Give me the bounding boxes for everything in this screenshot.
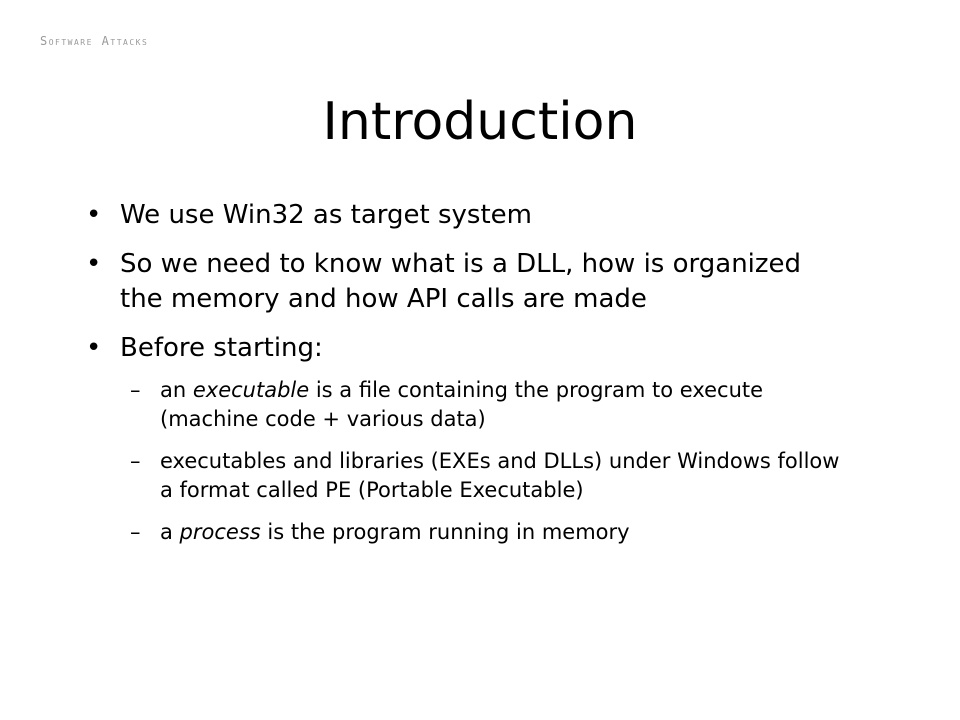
bullet-item: • We use Win32 as target system — [86, 198, 846, 233]
bullet-text: Before starting: — [120, 333, 323, 363]
bullet-text: We use Win32 as target system — [120, 200, 532, 230]
bullet-item: • Before starting: — [86, 331, 846, 366]
sub-bullet-item: – a process is the program running in me… — [130, 518, 846, 547]
sub-bullet-item: – an executable is a file containing the… — [130, 376, 846, 434]
bullet-marker: • — [86, 200, 102, 230]
slide-content: • We use Win32 as target system • So we … — [86, 198, 846, 560]
sub-bullet-text-part: a — [160, 520, 180, 544]
sub-bullet-list: – an executable is a file containing the… — [130, 376, 846, 547]
bullet-item: • So we need to know what is a DLL, how … — [86, 247, 846, 317]
sub-bullet-marker: – — [130, 378, 141, 402]
sub-bullet-marker: – — [130, 449, 141, 473]
header-label: Software Attacks — [40, 34, 149, 48]
slide-title: Introduction — [322, 92, 638, 152]
sub-bullet-marker: – — [130, 520, 141, 544]
bullet-text: So we need to know what is a DLL, how is… — [120, 249, 802, 314]
emphasized-term: executable — [192, 378, 310, 402]
sub-bullet-text: an executable is a file containing the p… — [160, 376, 846, 434]
sub-bullet-text: a process is the program running in memo… — [160, 518, 846, 547]
emphasized-term: process — [179, 520, 261, 544]
sub-bullet-item: – executables and libraries (EXEs and DL… — [130, 447, 846, 505]
sub-bullet-text: executables and libraries (EXEs and DLLs… — [160, 449, 840, 502]
bullet-marker: • — [86, 249, 102, 279]
sub-bullet-text-part: is a file containing the program to exec… — [160, 378, 764, 431]
bullet-marker: • — [86, 333, 102, 363]
sub-bullet-text-part: an — [160, 378, 193, 402]
sub-bullet-text-part: is the program running in memory — [260, 520, 630, 544]
